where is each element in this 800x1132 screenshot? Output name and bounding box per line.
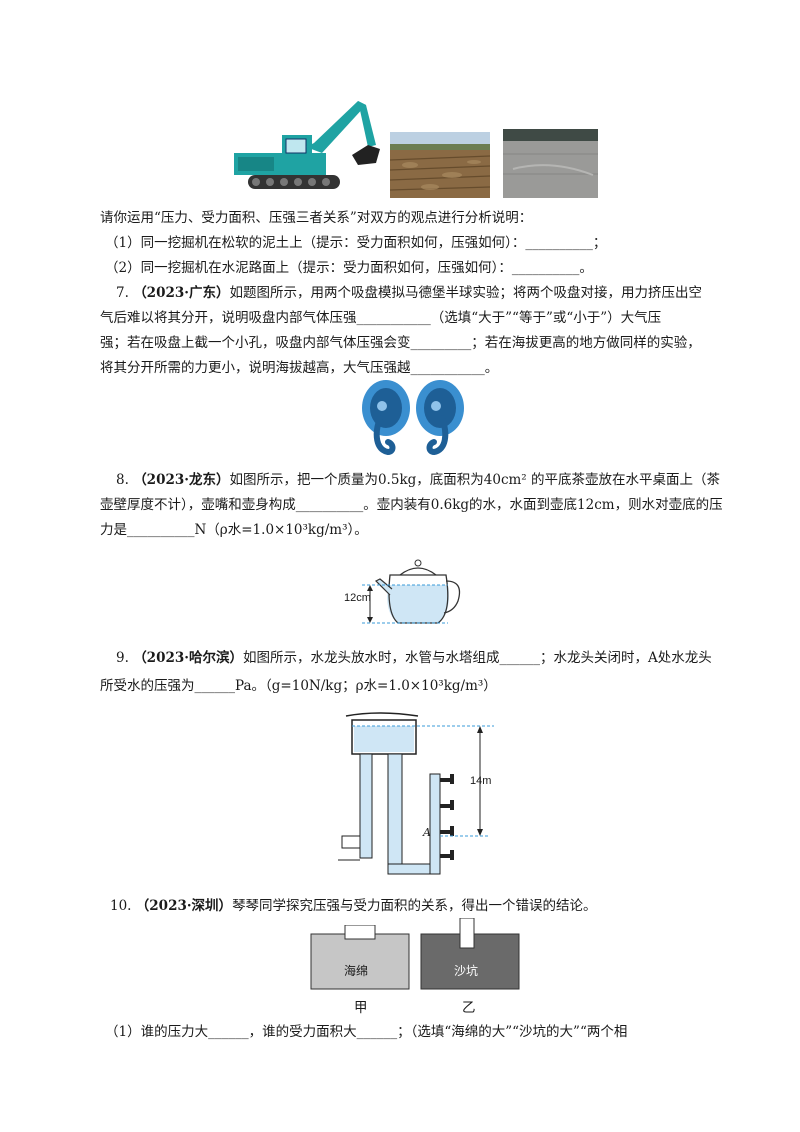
concrete-road-photo	[503, 129, 598, 198]
q8-number: 8.	[116, 472, 129, 488]
q10-text-1: 琴琴同学探究压强与受力面积的关系，得出一个错误的结论。	[232, 898, 597, 914]
q8-line-3: 力是__________N（ρ水=1.0×10³kg/m³）。	[100, 522, 368, 538]
q9-line-1: 9. （2023·哈尔滨）如图所示，水龙头放水时，水管与水塔组成______；水…	[116, 648, 712, 668]
q7-line-1: 7. （2023·广东）如题图所示，用两个吸盘模拟马德堡半球实验；将两个吸盘对接…	[116, 283, 702, 303]
excavator-image	[230, 95, 385, 197]
q9-number: 9.	[116, 650, 129, 666]
analysis-prompt: 请你运用“压力、受力面积、压强三者关系”对双方的观点进行分析说明：	[100, 210, 533, 226]
q10-line-1: 10. （2023·深圳）琴琴同学探究压强与受力面积的关系，得出一个错误的结论。	[110, 896, 597, 916]
suction-cups-figure	[358, 378, 468, 458]
sub-question-2: （2）同一挖掘机在水泥路面上（提示：受力面积如何，压强如何）：_________…	[105, 260, 593, 276]
q7-line-2: 气后难以将其分开，说明吸盘内部气体压强___________（选填“大于”“等于…	[100, 310, 662, 326]
water-tower-figure	[338, 708, 498, 888]
height-14m-label: 14m	[470, 775, 492, 787]
q8-line-2: 壶壁厚度不计），壶嘴和壶身构成__________。壶内装有0.6kg的水，水面…	[100, 497, 723, 513]
caption-jia: 甲	[354, 1000, 368, 1016]
sponge-figure	[310, 924, 410, 990]
q10-number: 10.	[110, 898, 132, 914]
muddy-soil-photo	[389, 132, 491, 198]
sandpit-figure	[420, 917, 520, 990]
caption-yi: 乙	[462, 1000, 476, 1016]
sponge-label: 海绵	[344, 964, 369, 978]
q8-line-1: 8. （2023·龙东）如图所示，把一个质量为0.5kg，底面积为40cm² 的…	[116, 470, 720, 490]
q7-line-4: 将其分开所需的力更小，说明海拔越高，大气压强越___________。	[100, 360, 499, 376]
q9-line-2: 所受水的压强为______Pa。（g=10N/kg；ρ水=1.0×10³kg/m…	[100, 678, 497, 694]
q7-number: 7.	[116, 285, 129, 301]
q8-source: （2023·龙东）	[133, 472, 230, 488]
point-a-label: A	[423, 826, 431, 839]
q7-text-1: 如题图所示，用两个吸盘模拟马德堡半球实验；将两个吸盘对接，用力挤压出空	[229, 285, 702, 301]
q7-line-3: 强；若在吸盘上截一个小孔，吸盘内部气体压强会变_________；若在海拔更高的…	[100, 335, 701, 351]
q10-source: （2023·深圳）	[135, 898, 233, 914]
q9-text-1: 如图所示，水龙头放水时，水管与水塔组成______；水龙头关闭时，A处水龙头	[242, 650, 712, 666]
q10-sub-question-1: （1）谁的压力大______，谁的受力面积大______；（选填“海绵的大”“沙…	[105, 1024, 628, 1040]
sandpit-label: 沙坑	[454, 964, 479, 978]
teapot-figure	[340, 555, 470, 630]
q7-source: （2023·广东）	[133, 285, 230, 301]
teapot-height-label: 12cm	[344, 592, 371, 604]
sub-question-1: （1）同一挖掘机在松软的泥土上（提示：受力面积如何，压强如何）：________…	[105, 235, 607, 251]
q9-source: （2023·哈尔滨）	[133, 650, 243, 666]
q8-text-1: 如图所示，把一个质量为0.5kg，底面积为40cm² 的平底茶壶放在水平桌面上（…	[229, 472, 721, 488]
